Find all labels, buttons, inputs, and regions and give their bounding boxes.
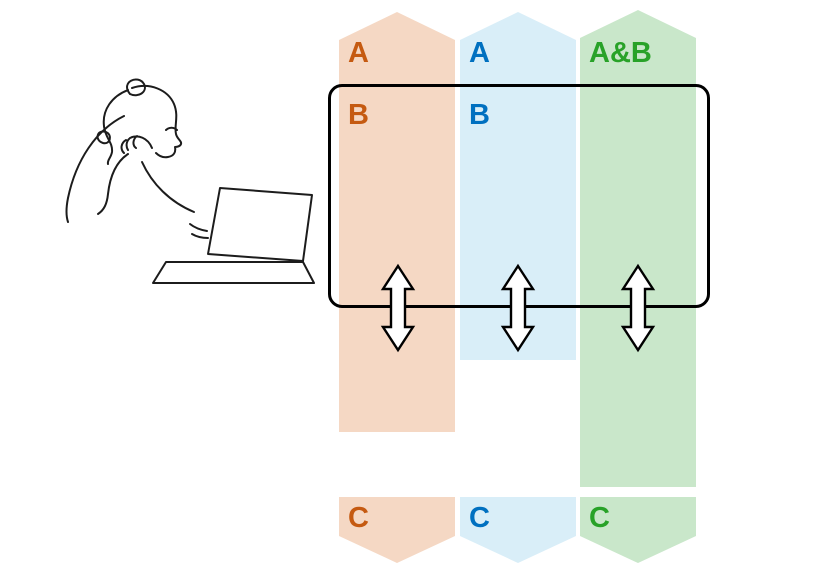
column-middle-box-label: B xyxy=(469,99,490,131)
column-middle-bottom-label: C xyxy=(469,502,490,534)
hand-on-cheek xyxy=(120,135,153,154)
person-at-laptop-illustration xyxy=(65,78,315,284)
double-arrow-shape xyxy=(500,263,536,353)
column-right-bottom-label: C xyxy=(589,502,610,534)
arm-to-laptop xyxy=(141,161,195,213)
column-right-bottom-banner: C xyxy=(580,497,696,563)
double-arrow-icon-middle xyxy=(500,263,536,353)
column-left-bottom-label: C xyxy=(348,502,369,534)
double-arrow-shape xyxy=(620,263,656,353)
column-left-top-label: A xyxy=(348,37,369,69)
column-left-orange: A B xyxy=(339,12,455,432)
column-left-bottom-banner: C xyxy=(339,497,455,563)
laptop-screen xyxy=(207,187,313,262)
laptop-base xyxy=(152,261,315,284)
column-right-top-label: A&B xyxy=(589,37,652,69)
double-arrow-icon-right xyxy=(620,263,656,353)
hand-at-laptop xyxy=(189,223,209,239)
column-left-box-label: B xyxy=(348,99,369,131)
column-right-banner-shape xyxy=(580,10,696,487)
head-face xyxy=(131,85,183,159)
column-middle-bottom-banner: C xyxy=(460,497,576,563)
column-left-banner-shape xyxy=(339,12,455,432)
column-middle-top-label: A xyxy=(469,37,490,69)
eye xyxy=(165,126,178,131)
double-arrow-shape xyxy=(380,263,416,353)
column-right-green: A&B xyxy=(580,10,696,487)
back-torso xyxy=(65,115,125,223)
double-arrow-icon-left xyxy=(380,263,416,353)
hair-bun-icon xyxy=(126,78,146,97)
forearm xyxy=(97,153,129,215)
